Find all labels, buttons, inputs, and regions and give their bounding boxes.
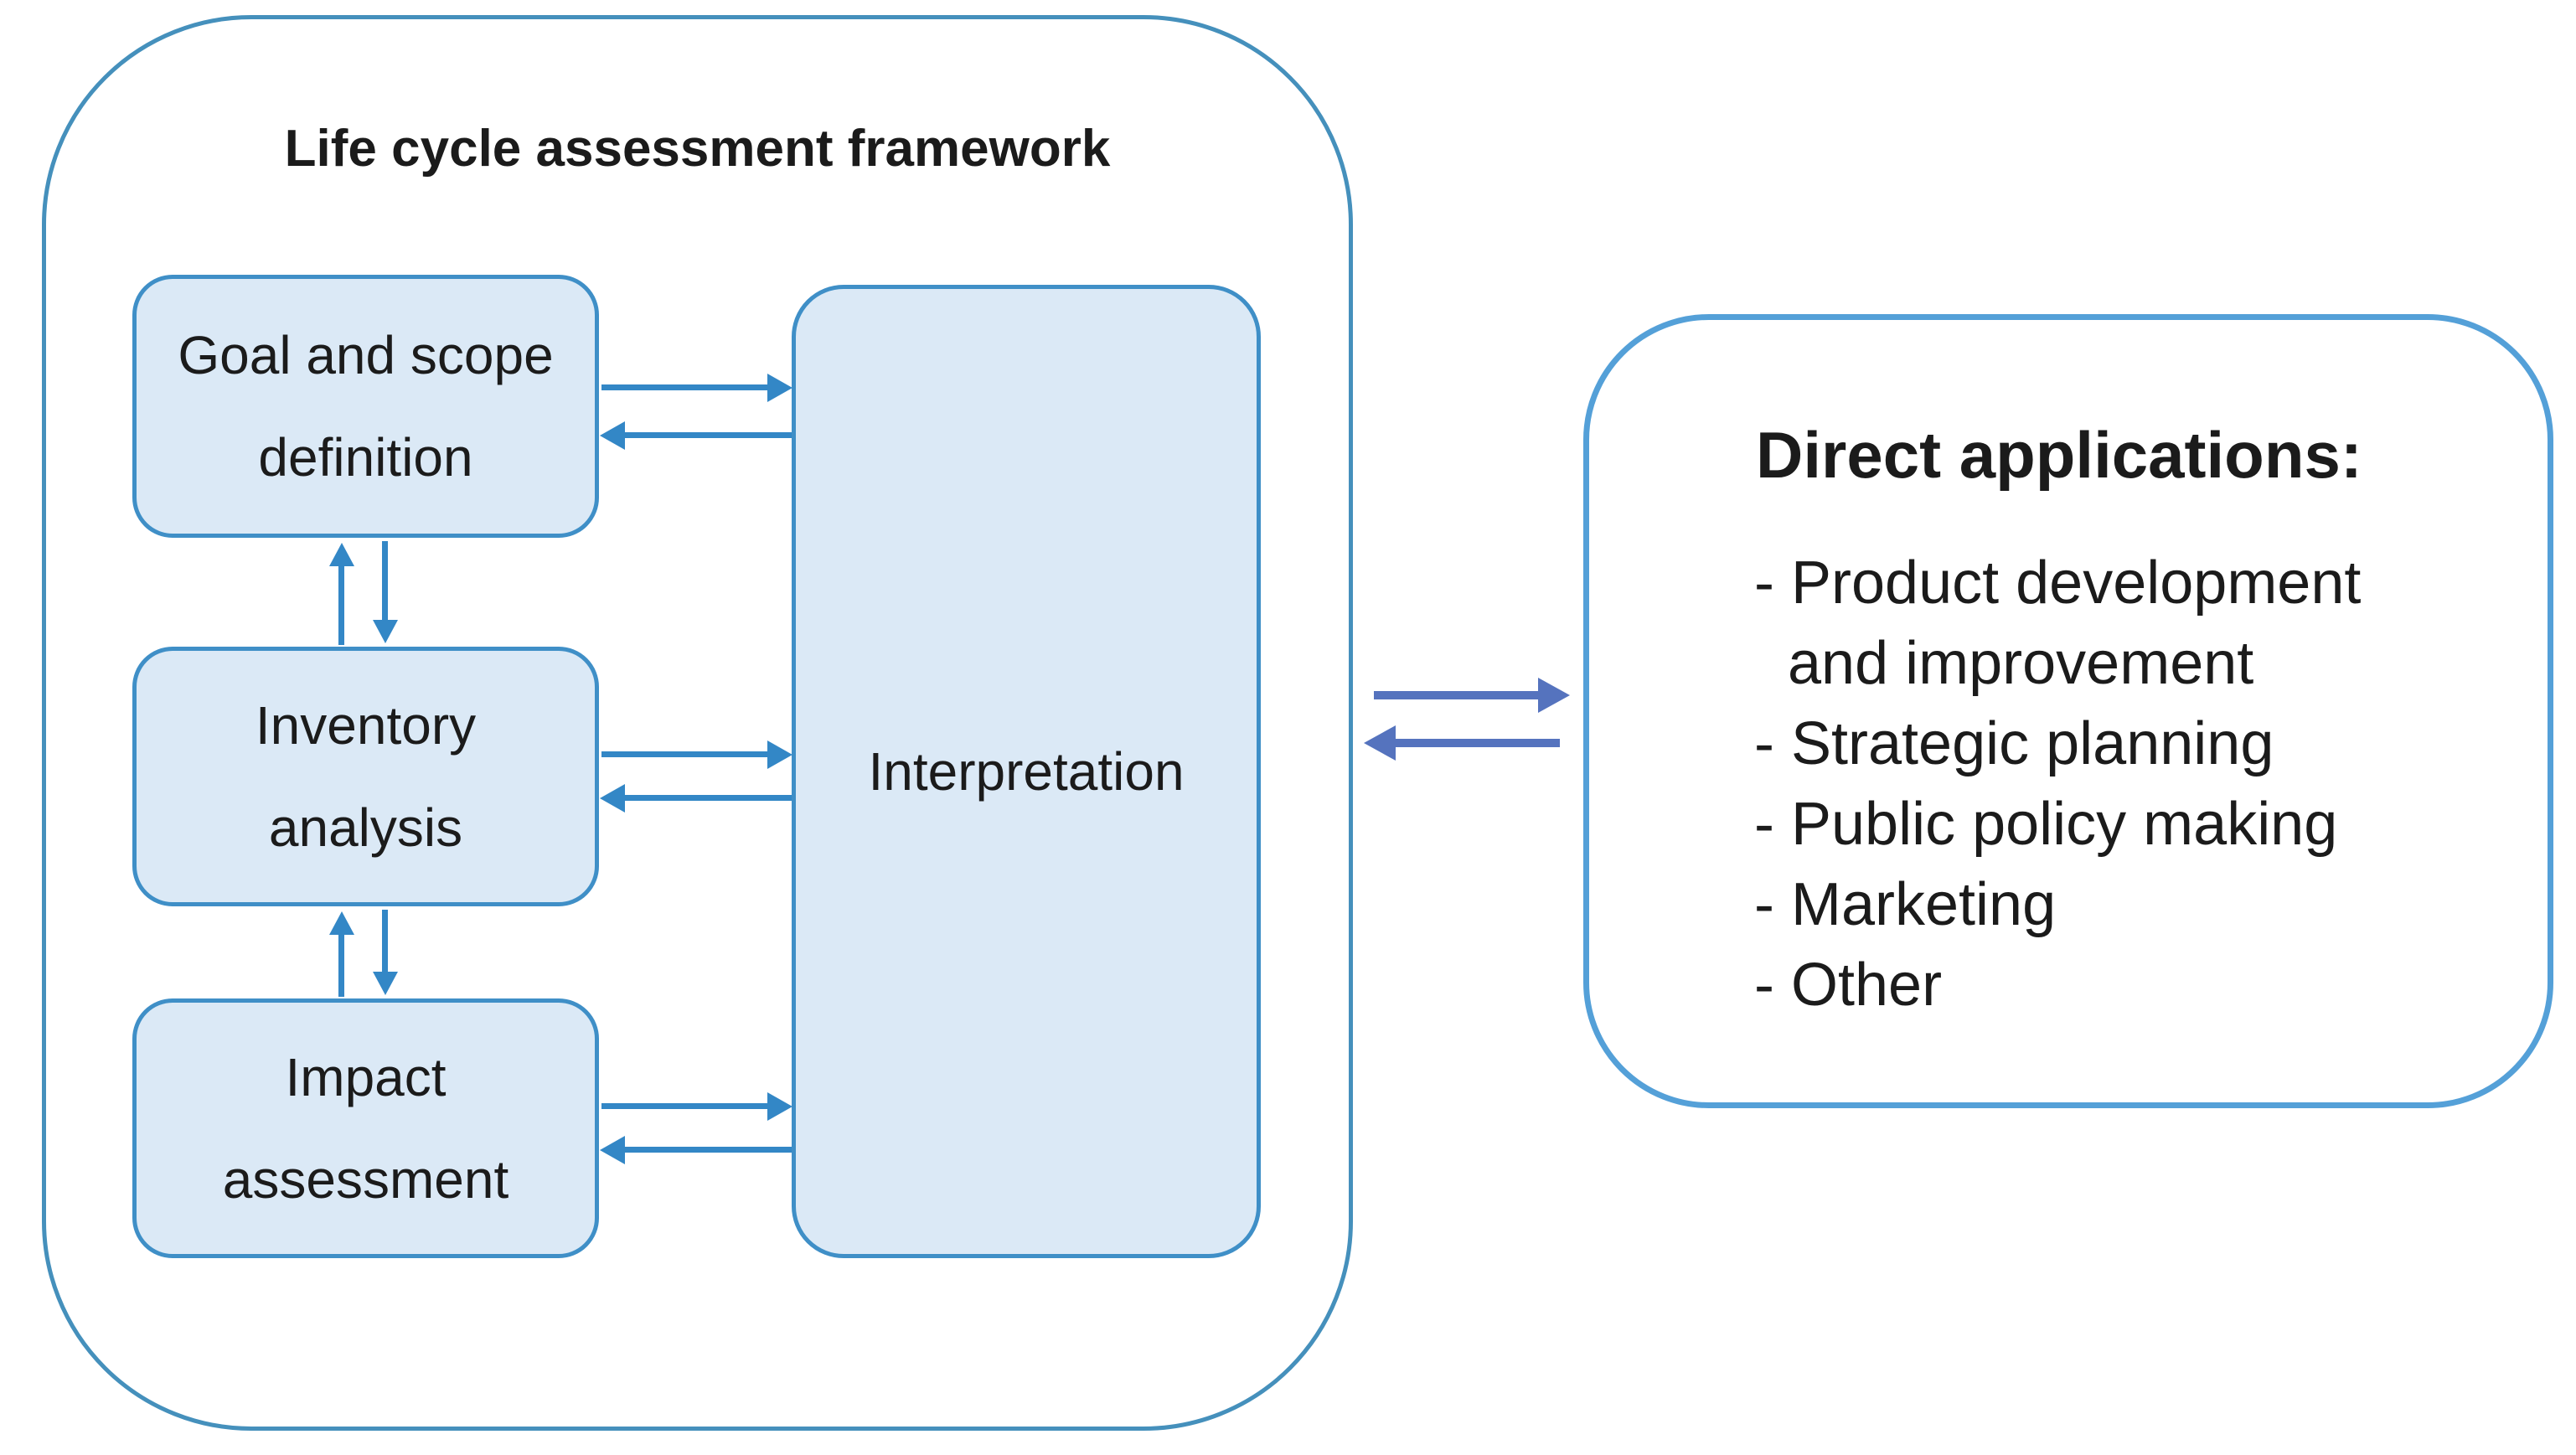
arrow-inventory-to-interpretation-icon — [601, 751, 767, 757]
list-item: - Product development — [1754, 549, 2362, 617]
list-item: - Other — [1754, 952, 1943, 1019]
list-item-continuation: and improvement — [1788, 630, 2254, 697]
arrow-goal-to-inventory-icon — [382, 541, 388, 620]
direct-applications-box — [1583, 314, 2553, 1108]
arrow-inventory-to-goal-icon — [338, 566, 344, 645]
arrow-interpretation-to-impact-icon — [625, 1147, 792, 1153]
arrow-impact-to-interpretation-icon — [601, 1103, 767, 1109]
direct-applications-list: - Product development and improvement - … — [1754, 543, 2361, 1025]
inventory-analysis-label-line1: Inventory — [255, 695, 477, 756]
inventory-analysis-label-line2: analysis — [268, 797, 463, 858]
impact-assessment-box: Impact assessment — [132, 998, 599, 1258]
interpretation-label: Interpretation — [868, 741, 1185, 802]
list-item: - Public policy making — [1754, 791, 2338, 858]
arrow-goal-to-interpretation-icon — [601, 384, 767, 390]
direct-applications-title: Direct applications: — [1756, 418, 2362, 492]
interpretation-box: Interpretation — [792, 285, 1261, 1258]
arrow-interpretation-to-inventory-icon — [625, 795, 792, 801]
goal-and-scope-label-line1: Goal and scope — [178, 325, 554, 385]
impact-assessment-label-line1: Impact — [285, 1047, 447, 1107]
arrow-inventory-to-impact-icon — [382, 910, 388, 972]
framework-title: Life cycle assessment framework — [284, 120, 1111, 178]
arrow-framework-to-applications-icon — [1374, 691, 1538, 699]
arrow-applications-to-framework-icon — [1396, 739, 1560, 747]
impact-assessment-label-line2: assessment — [222, 1149, 509, 1210]
goal-and-scope-box: Goal and scope definition — [132, 275, 599, 538]
arrow-impact-to-inventory-icon — [338, 935, 344, 997]
inventory-analysis-box: Inventory analysis — [132, 647, 599, 906]
arrow-interpretation-to-goal-icon — [625, 432, 792, 438]
lca-framework-container — [42, 15, 1353, 1431]
goal-and-scope-label-line2: definition — [258, 427, 473, 488]
list-item: - Marketing — [1754, 871, 2057, 938]
list-item: - Strategic planning — [1754, 710, 2274, 777]
